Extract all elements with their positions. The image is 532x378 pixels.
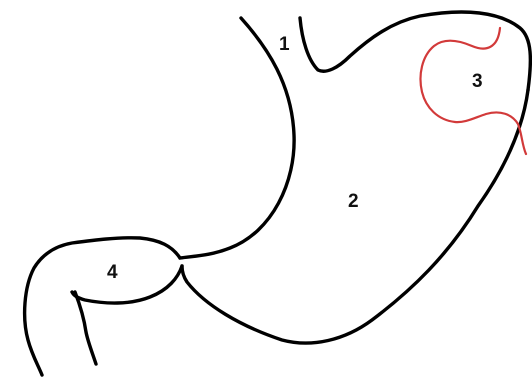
greater-curvature [182, 90, 528, 343]
esophagus-right-wall [300, 12, 530, 90]
duodenum-lower-edge [72, 266, 182, 303]
label-4: 4 [107, 262, 118, 283]
esophagus-left-wall [180, 18, 294, 258]
duodenum-upper-edge [25, 238, 180, 375]
label-3: 3 [472, 71, 483, 92]
label-1: 1 [279, 34, 290, 55]
label-2: 2 [348, 191, 359, 212]
